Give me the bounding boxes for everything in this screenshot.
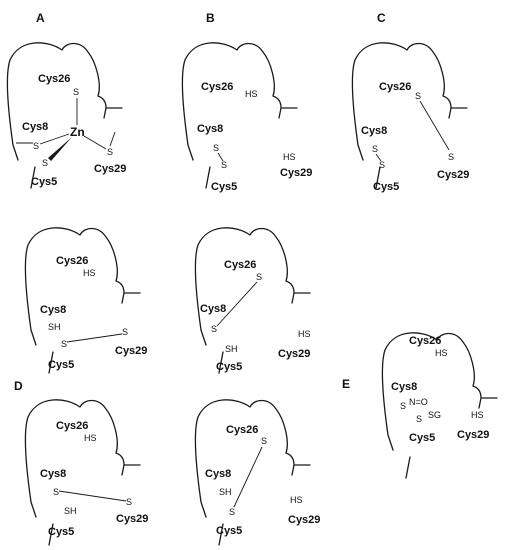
- zn-s29-bond: [83, 135, 107, 150]
- disulfide-s8-s5: [375, 153, 382, 162]
- cys8-label: Cys8: [361, 125, 387, 137]
- cys29-label: Cys29: [278, 348, 310, 360]
- cys26-thiol: HS: [435, 348, 448, 358]
- s29-attach: [109, 131, 116, 147]
- cys29-thiol: HS: [283, 152, 296, 162]
- cys29-label: Cys29: [116, 513, 148, 525]
- cys29-thiol: HS: [471, 410, 484, 420]
- cys26-thiol: HS: [245, 89, 258, 99]
- cys8-label: Cys8: [197, 123, 223, 135]
- zn-s8-bond: [39, 133, 70, 145]
- panel-cys8-cys26-disulfide: Cys26 S Cys8 S SH Cys5 HS Cys29: [194, 227, 311, 374]
- cys26-label: Cys26: [38, 73, 70, 85]
- cys5-sulfur: S: [229, 507, 235, 517]
- cys8-sulfur: S: [400, 401, 406, 411]
- cys29-sulfur: S: [107, 147, 113, 157]
- cys5-label: Cys5: [31, 176, 57, 188]
- cys5-label: Cys5: [48, 526, 74, 538]
- panel-c-double-disulfide: Cys26 S S Cys29 Cys8 S S Cys5: [351, 42, 469, 193]
- cys26-thiol: HS: [84, 433, 97, 443]
- cys26-label: Cys26: [409, 335, 441, 347]
- cys8-sulfur: S: [33, 141, 39, 151]
- cys26-sulfur: S: [73, 87, 79, 97]
- cys26-label: Cys26: [56, 255, 88, 267]
- cys29-sulfur: S: [122, 327, 128, 337]
- cys29-label: Cys29: [457, 429, 489, 441]
- panel-label-e: E: [342, 377, 350, 391]
- cys29-label: Cys29: [280, 167, 312, 179]
- cys29-thiol: HS: [290, 495, 303, 505]
- disulfide-s8-s5: [217, 152, 224, 162]
- panel-d-cys5-cys26-disulfide: Cys26 S Cys8 SH S Cys5 HS Cys29: [194, 399, 320, 546]
- cys26-sulfur: S: [261, 436, 267, 446]
- cys5-thiol: SH: [64, 506, 77, 516]
- cys8-label: Cys8: [391, 381, 417, 393]
- cys29-sulfur: S: [448, 152, 454, 162]
- cys8-label: Cys8: [205, 468, 231, 480]
- panel-e-nitrosyl-glutathionyl: Cys26 HS Cys8 S N=O S SG Cys5 HS Cys29: [381, 332, 498, 479]
- cys29-sulfur: S: [126, 497, 132, 507]
- cys26-label: Cys26: [226, 424, 258, 436]
- cys8-thiol: SH: [48, 322, 61, 332]
- disulfide-s26-s5: [233, 446, 263, 508]
- cys5-glutathionyl: SG: [428, 410, 441, 420]
- cys29-thiol: HS: [298, 329, 311, 339]
- cys8-label: Cys8: [22, 121, 48, 133]
- panel-label-d: D: [14, 379, 23, 393]
- zinc-ion-label: Zn: [70, 125, 85, 139]
- cys26-sulfur: S: [415, 91, 421, 101]
- zn-s5-wedge-bond: [48, 137, 72, 161]
- panel-cys5-cys29-disulfide: Cys26 HS Cys8 SH S S Cys29 Cys5: [24, 227, 147, 374]
- cys8-nitrosyl: N=O: [409, 397, 428, 407]
- cys5-thiol: SH: [225, 344, 238, 354]
- cys29-label: Cys29: [437, 169, 469, 181]
- panel-b-cys5-cys8-disulfide: Cys26 HS Cys8 S S Cys5 HS Cys29: [181, 42, 312, 193]
- cys29-label: Cys29: [94, 163, 126, 175]
- disulfide-s8-s29: [58, 490, 127, 502]
- panel-label-c: C: [377, 11, 386, 25]
- cys29-label: Cys29: [115, 345, 147, 357]
- cys5-label: Cys5: [211, 181, 237, 193]
- cys26-label: Cys26: [201, 81, 233, 93]
- cys5-sulfur: S: [221, 160, 227, 170]
- cys8-label: Cys8: [200, 303, 226, 315]
- cys5-label: Cys5: [48, 359, 74, 371]
- protein-backbone: [351, 42, 468, 189]
- cys26-thiol: HS: [83, 268, 96, 278]
- disulfide-s5-s29: [66, 333, 123, 343]
- panel-label-a: A: [36, 11, 45, 25]
- cys5-label: Cys5: [216, 361, 242, 373]
- cys8-label: Cys8: [40, 468, 66, 480]
- cys5-label: Cys5: [373, 181, 399, 193]
- cys5-sulfur: S: [42, 158, 48, 168]
- cys5-label: Cys5: [216, 525, 242, 537]
- cys29-label: Cys29: [288, 514, 320, 526]
- cys8-sulfur: S: [53, 487, 59, 497]
- cys26-label: Cys26: [224, 259, 256, 271]
- disulfide-s26-s8: [216, 281, 258, 327]
- cys26-label: Cys26: [56, 420, 88, 432]
- cys8-label: Cys8: [40, 304, 66, 316]
- cys8-thiol: SH: [219, 487, 232, 497]
- cys5-sulfur: S: [61, 339, 67, 349]
- cys8-sulfur: S: [213, 143, 219, 153]
- panel-a-zinc-bound: Cys26 Cys8 Cys5 Cys29 Zn S S S S: [6, 42, 126, 189]
- cys5-sulfur: S: [416, 414, 422, 424]
- cys5-label: Cys5: [409, 432, 435, 444]
- cys26-sulfur: S: [256, 272, 262, 282]
- panel-label-b: B: [206, 11, 215, 25]
- cys8-sulfur: S: [211, 324, 217, 334]
- cys5-sulfur: S: [379, 160, 385, 170]
- cys26-label: Cys26: [379, 81, 411, 93]
- panel-d-cys8-cys29-disulfide: Cys26 HS Cys8 S S Cys29 SH Cys5: [24, 399, 148, 546]
- disulfide-s26-s29: [419, 100, 450, 151]
- cys8-sulfur: S: [372, 144, 378, 154]
